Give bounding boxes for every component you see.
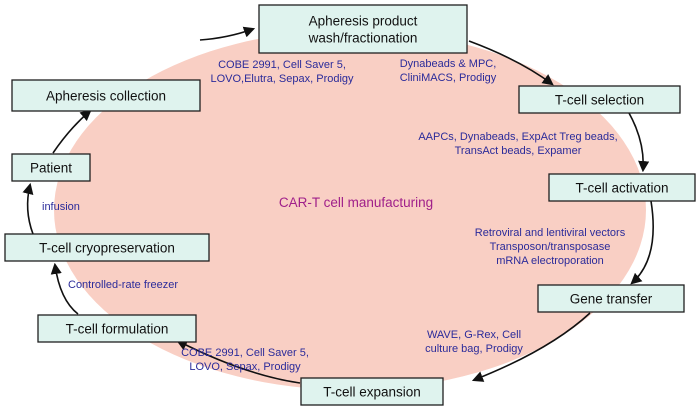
step-label-wash: Apheresis product [309, 14, 418, 29]
arrow-collection-to-wash [199, 26, 256, 41]
annotation-formulation-tools: COBE 2991, Cell Saver 5, LOVO, Sepax, Pro… [181, 347, 309, 373]
step-collection: Apheresis collection [11, 79, 201, 112]
step-box-patient [11, 153, 91, 182]
annotation-line-patient-tools: infusion [42, 201, 80, 213]
step-box-collection [11, 79, 201, 112]
background-ellipse [54, 30, 646, 390]
step-box-wash [258, 4, 468, 54]
annotation-selection-tools: Dynabeads & MPC, CliniMACS, Prodigy [400, 58, 497, 84]
arrow-formulation-to-cryo [50, 262, 79, 315]
step-box-expansion [300, 377, 444, 406]
annotation-line-activation-tools: AAPCs, Dynabeads, ExpAct Treg beads, [418, 131, 617, 143]
annotation-line-formulation-tools: COBE 2991, Cell Saver 5, [181, 347, 309, 359]
steps-layer: Apheresis product wash/fractionationT-cel… [4, 4, 696, 406]
step-box-gene-transfer [537, 284, 685, 313]
step-box-selection [518, 85, 681, 114]
step-label-gene-transfer: Gene transfer [570, 292, 653, 307]
annotation-line-selection-tools: CliniMACS, Prodigy [400, 72, 497, 84]
annotation-cryo-tools: Controlled-rate freezer [68, 279, 178, 291]
annotation-line-expansion-tools: culture bag, Prodigy [425, 343, 523, 355]
annotation-gene-transfer-tools: Retroviral and lentiviral vectorsTranspo… [475, 227, 626, 267]
annotation-line-wash-tools: LOVO,Elutra, Sepax, Prodigy [210, 73, 354, 85]
step-label-expansion: T-cell expansion [323, 385, 421, 400]
annotation-line-gene-transfer-tools: mRNA electroporation [496, 255, 604, 267]
arrow-selection-to-activation [628, 112, 650, 173]
step-selection: T-cell selection [518, 85, 681, 114]
annotation-line-formulation-tools: LOVO, Sepax, Prodigy [189, 361, 301, 373]
center-title-group: CAR-T cell manufacturing [279, 195, 433, 210]
annotation-line-gene-transfer-tools: Retroviral and lentiviral vectors [475, 227, 626, 239]
step-box-activation [548, 173, 696, 202]
step-label-formulation: T-cell formulation [66, 322, 169, 337]
arrow-activation-to-gene-transfer [630, 200, 654, 285]
step-label-activation: T-cell activation [575, 181, 668, 196]
arrow-gene-transfer-to-expansion [471, 312, 591, 382]
annotation-line-activation-tools: TransAct beads, Expamer [455, 145, 582, 157]
annotation-line-cryo-tools: Controlled-rate freezer [68, 279, 178, 291]
step-label-wash: wash/fractionation [308, 31, 418, 46]
arrow-wash-to-selection [468, 40, 554, 86]
step-gene-transfer: Gene transfer [537, 284, 685, 313]
center-title: CAR-T cell manufacturing [279, 195, 433, 210]
annotation-line-selection-tools: Dynabeads & MPC, [400, 58, 497, 70]
annotation-line-wash-tools: COBE 2991, Cell Saver 5, [218, 59, 346, 71]
annotation-activation-tools: AAPCs, Dynabeads, ExpAct Treg beads, Tran… [418, 131, 617, 157]
arrow-cryo-to-patient [22, 182, 34, 235]
step-wash: Apheresis product wash/fractionation [258, 4, 468, 54]
annotation-expansion-tools: WAVE, G-Rex, Cell culture bag, Prodigy [425, 329, 523, 355]
step-label-selection: T-cell selection [555, 93, 644, 108]
annotations-layer: COBE 2991, Cell Saver 5, LOVO,Elutra, Sep… [42, 58, 626, 373]
step-cryopreservation: T-cell cryopreservation [4, 233, 210, 262]
annotation-line-gene-transfer-tools: Transposon/transposase [490, 241, 611, 253]
step-box-formulation [37, 314, 197, 343]
step-label-collection: Apheresis collection [46, 89, 166, 104]
step-activation: T-cell activation [548, 173, 696, 202]
annotation-patient-tools: infusion [42, 201, 80, 213]
step-formulation: T-cell formulation [37, 314, 197, 343]
step-label-patient: Patient [30, 161, 72, 176]
step-label-cryopreservation: T-cell cryopreservation [39, 241, 175, 256]
step-box-cryopreservation [4, 233, 210, 262]
annotation-line-expansion-tools: WAVE, G-Rex, Cell [427, 329, 521, 341]
arrow-patient-to-collection [52, 109, 92, 154]
annotation-wash-tools: COBE 2991, Cell Saver 5, LOVO,Elutra, Sep… [210, 59, 354, 85]
arrow-expansion-to-formulation [176, 339, 301, 384]
step-patient: Patient [11, 153, 91, 182]
step-expansion: T-cell expansion [300, 377, 444, 406]
